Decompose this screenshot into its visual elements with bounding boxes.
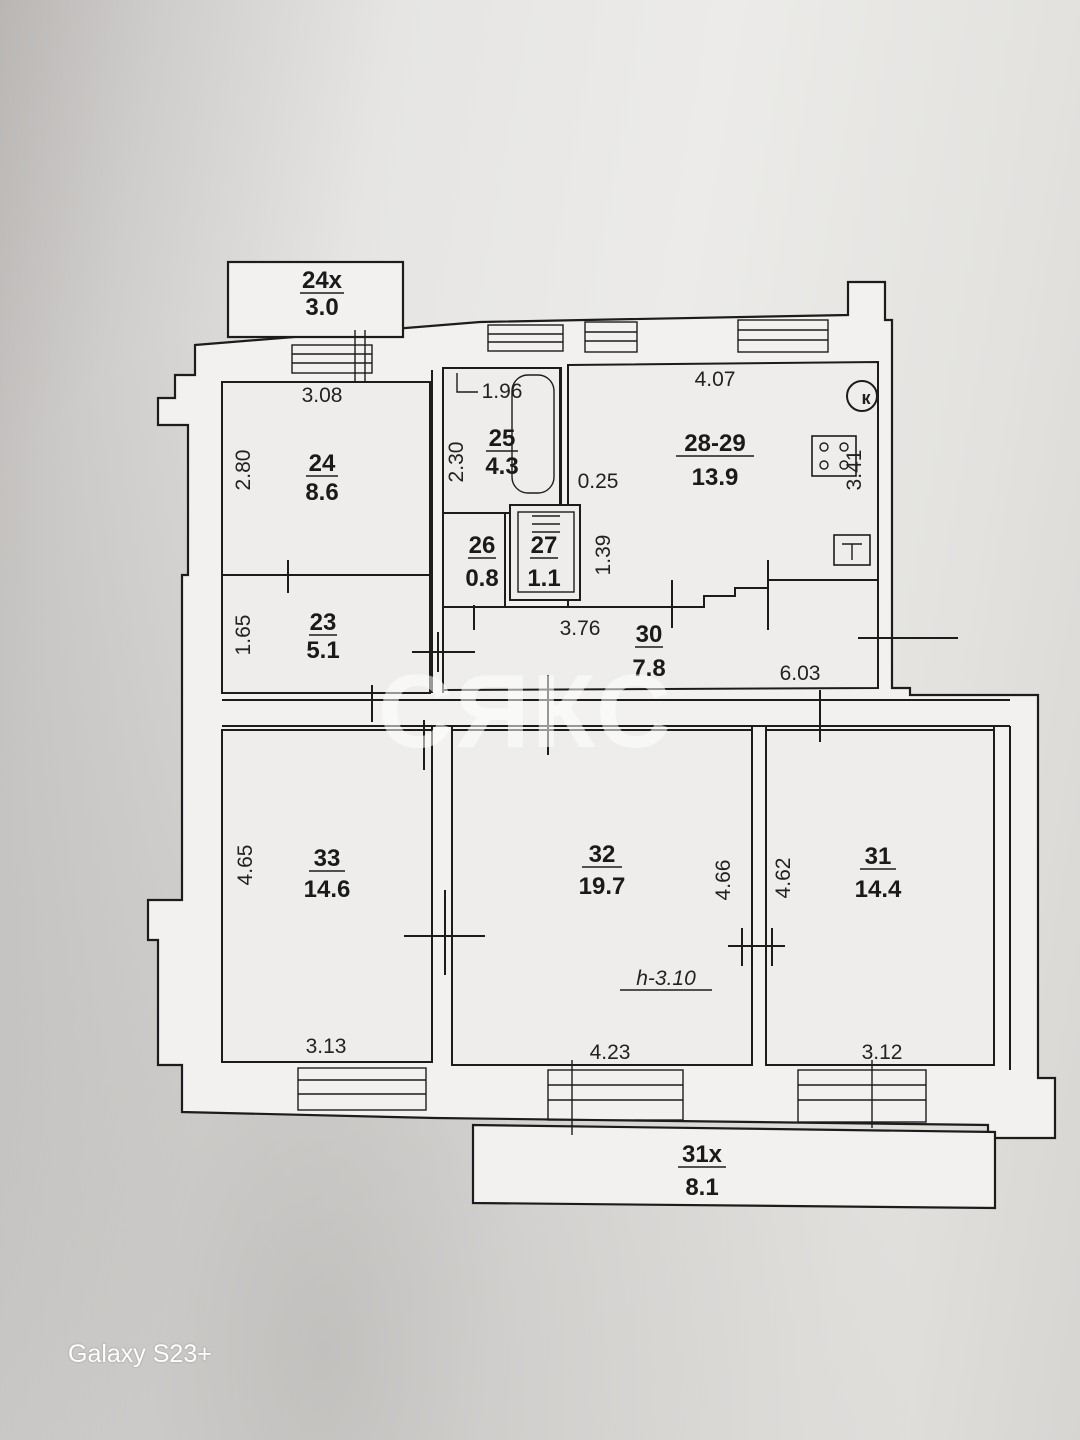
sink-fixture bbox=[456, 373, 478, 393]
svg-text:31х: 31х bbox=[682, 1141, 723, 1168]
svg-text:24х: 24х bbox=[302, 267, 343, 294]
svg-text:8.1: 8.1 bbox=[685, 1174, 718, 1201]
dim-3-12: 3.12 bbox=[862, 1041, 903, 1064]
svg-text:1.1: 1.1 bbox=[527, 565, 560, 592]
balcony-24x bbox=[226, 260, 405, 339]
room-24-label: 24 8.6 bbox=[305, 450, 338, 506]
dim-1-65: 1.65 bbox=[232, 615, 255, 656]
dim-4-65: 4.65 bbox=[234, 845, 257, 886]
dim-4-66: 4.66 bbox=[712, 860, 735, 901]
dim-2-30: 2.30 bbox=[445, 442, 468, 483]
svg-text:7.8: 7.8 bbox=[632, 655, 665, 682]
room-labels: 24х 3.0 24 8.6 25 4.3 28-29 13.9 26 0.8 … bbox=[300, 267, 902, 1201]
room-27-label: 27 1.1 bbox=[527, 532, 560, 592]
balcony-31x bbox=[471, 1123, 997, 1210]
agency-watermark: СЯКС bbox=[378, 654, 674, 770]
camera-watermark: Galaxy S23+ bbox=[68, 1340, 212, 1368]
room-32-label: 32 19.7 bbox=[579, 841, 626, 900]
dim-4-07: 4.07 bbox=[695, 368, 736, 391]
svg-text:24: 24 bbox=[309, 450, 336, 477]
inner-walls bbox=[222, 368, 1011, 1070]
room-31-label: 31 14.4 bbox=[855, 843, 902, 903]
room-24x-label: 24х 3.0 bbox=[300, 267, 344, 321]
dim-3-76: 3.76 bbox=[560, 617, 601, 640]
dimension-labels: 3.08 1.96 4.07 2.80 2.30 0.25 3.41 1.39 … bbox=[232, 368, 902, 1064]
dim-3-41: 3.41 bbox=[843, 450, 866, 491]
svg-text:30: 30 bbox=[636, 621, 663, 648]
dim-0-25: 0.25 bbox=[578, 470, 619, 493]
dim-2-80: 2.80 bbox=[232, 450, 255, 491]
svg-text:3.0: 3.0 bbox=[305, 294, 338, 321]
dim-4-23: 4.23 bbox=[590, 1041, 631, 1064]
stove-icon bbox=[811, 435, 857, 477]
svg-text:8.6: 8.6 bbox=[305, 479, 338, 506]
svg-text:28-29: 28-29 bbox=[684, 430, 745, 457]
dim-1-39: 1.39 bbox=[592, 535, 615, 576]
svg-text:32: 32 bbox=[589, 841, 616, 868]
svg-text:4.3: 4.3 bbox=[485, 453, 518, 480]
svg-text:25: 25 bbox=[489, 425, 516, 452]
ceiling-height-label: h-3.10 bbox=[636, 967, 696, 990]
room-28-29-label: 28-29 13.9 bbox=[676, 430, 754, 491]
dim-3-13: 3.13 bbox=[306, 1035, 347, 1058]
svg-text:14.6: 14.6 bbox=[304, 876, 351, 903]
svg-text:к: к bbox=[861, 388, 871, 408]
svg-text:14.4: 14.4 bbox=[855, 876, 902, 903]
room-30-label: 30 7.8 bbox=[632, 621, 665, 682]
toilet-icon bbox=[833, 534, 871, 566]
dim-3-08: 3.08 bbox=[302, 384, 343, 407]
room-26-label: 26 0.8 bbox=[465, 532, 498, 592]
svg-text:33: 33 bbox=[314, 845, 341, 872]
dim-6-03: 6.03 bbox=[780, 662, 821, 685]
boiler-icon: к bbox=[846, 380, 878, 412]
dim-1-96: 1.96 bbox=[482, 380, 523, 403]
svg-text:5.1: 5.1 bbox=[306, 637, 339, 664]
svg-text:13.9: 13.9 bbox=[692, 464, 739, 491]
svg-text:0.8: 0.8 bbox=[465, 565, 498, 592]
svg-text:27: 27 bbox=[531, 532, 558, 559]
room-25-label: 25 4.3 bbox=[485, 425, 518, 480]
svg-text:31: 31 bbox=[865, 843, 892, 870]
bathtub bbox=[511, 374, 575, 593]
room-fills bbox=[221, 360, 995, 1066]
svg-text:19.7: 19.7 bbox=[579, 873, 626, 900]
svg-text:23: 23 bbox=[310, 609, 337, 636]
door-marks bbox=[287, 560, 958, 975]
room-23-label: 23 5.1 bbox=[306, 609, 339, 664]
room-31x-label: 31х 8.1 bbox=[678, 1141, 726, 1201]
svg-text:26: 26 bbox=[469, 532, 496, 559]
windows bbox=[291, 319, 927, 1135]
room-33-label: 33 14.6 bbox=[304, 845, 351, 903]
dim-4-62: 4.62 bbox=[772, 858, 795, 899]
